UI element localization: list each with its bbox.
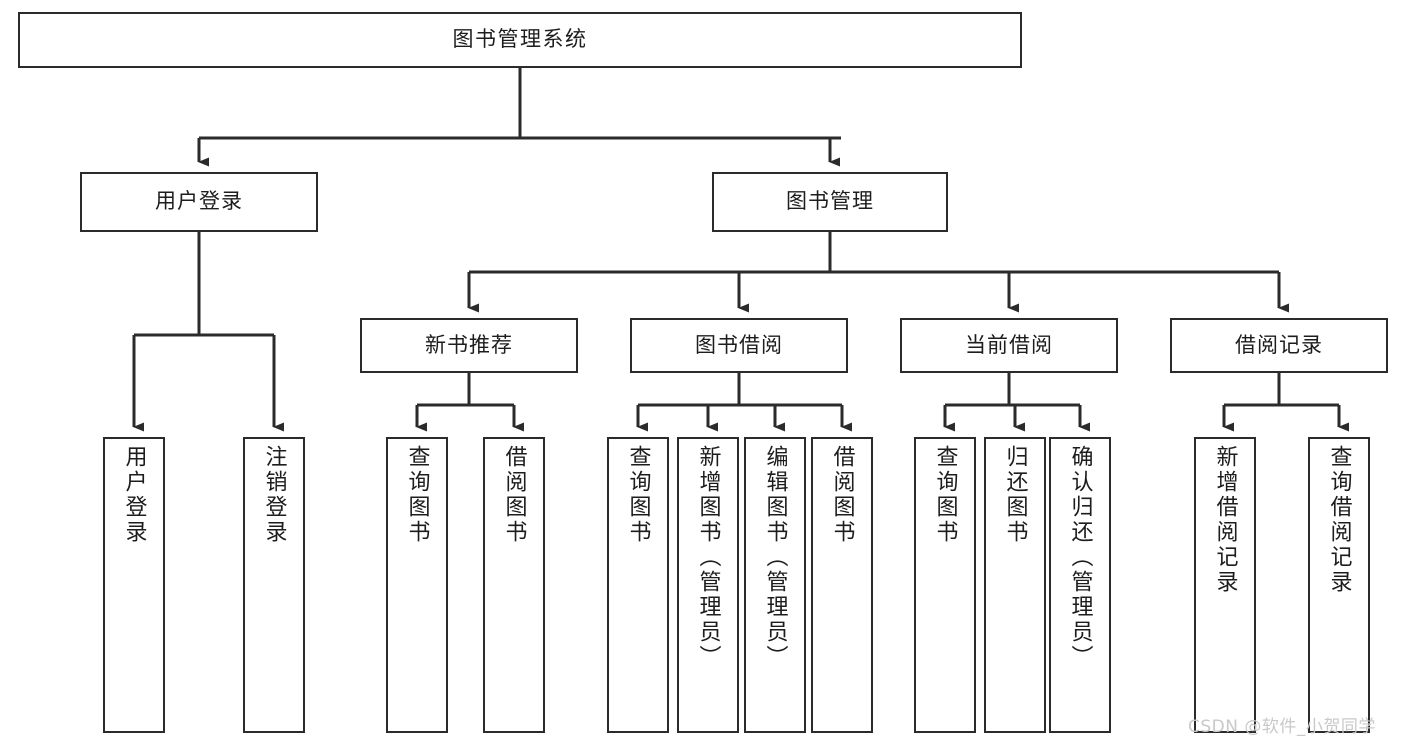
node-leaf-logout-login-label: 注销登录 [261, 445, 287, 545]
csdn-watermark: CSDN @软件_小贺同学 [1188, 717, 1376, 737]
node-book-manage[interactable]: 图书管理 [712, 172, 948, 232]
node-leaf-query-book-1[interactable]: 查询图书 [386, 437, 448, 733]
node-leaf-borrow-book-1-label: 借阅图书 [501, 445, 527, 545]
node-leaf-confirm-return-label: 确认归还（管理员） [1067, 445, 1093, 670]
node-root-system-label: 图书管理系统 [452, 27, 588, 52]
node-book-borrow[interactable]: 图书借阅 [630, 318, 848, 373]
node-leaf-add-book-label: 新增图书（管理员） [695, 445, 721, 670]
node-user-login-label: 用户登录 [155, 189, 243, 214]
node-leaf-user-login[interactable]: 用户登录 [103, 437, 165, 733]
node-leaf-query-book-3-label: 查询图书 [932, 445, 958, 545]
node-leaf-query-book-1-label: 查询图书 [404, 445, 430, 545]
node-borrow-record-label: 借阅记录 [1235, 332, 1323, 357]
node-leaf-user-login-label: 用户登录 [121, 445, 147, 545]
node-leaf-query-record-label: 查询借阅记录 [1326, 445, 1352, 595]
node-leaf-query-book-3[interactable]: 查询图书 [914, 437, 976, 733]
node-root-system[interactable]: 图书管理系统 [18, 12, 1022, 68]
node-borrow-record[interactable]: 借阅记录 [1170, 318, 1388, 373]
node-leaf-add-book[interactable]: 新增图书（管理员） [677, 437, 739, 733]
node-leaf-confirm-return[interactable]: 确认归还（管理员） [1049, 437, 1111, 733]
node-leaf-borrow-book-2-label: 借阅图书 [829, 445, 855, 545]
node-leaf-edit-book-label: 编辑图书（管理员） [762, 445, 788, 670]
node-user-login[interactable]: 用户登录 [80, 172, 318, 232]
node-leaf-query-book-2[interactable]: 查询图书 [607, 437, 669, 733]
node-leaf-query-book-2-label: 查询图书 [625, 445, 651, 545]
node-leaf-borrow-book-1[interactable]: 借阅图书 [483, 437, 545, 733]
node-new-book-recommend-label: 新书推荐 [425, 332, 513, 357]
node-book-borrow-label: 图书借阅 [695, 332, 783, 357]
node-book-manage-label: 图书管理 [786, 189, 874, 214]
node-leaf-edit-book[interactable]: 编辑图书（管理员） [744, 437, 806, 733]
node-leaf-return-book-label: 归还图书 [1002, 445, 1028, 545]
node-leaf-return-book[interactable]: 归还图书 [984, 437, 1046, 733]
node-leaf-logout-login[interactable]: 注销登录 [243, 437, 305, 733]
node-current-borrow[interactable]: 当前借阅 [900, 318, 1118, 373]
node-leaf-add-record[interactable]: 新增借阅记录 [1194, 437, 1256, 733]
node-leaf-query-record[interactable]: 查询借阅记录 [1308, 437, 1370, 733]
node-leaf-borrow-book-2[interactable]: 借阅图书 [811, 437, 873, 733]
node-current-borrow-label: 当前借阅 [965, 332, 1053, 357]
node-leaf-add-record-label: 新增借阅记录 [1212, 445, 1238, 595]
node-new-book-recommend[interactable]: 新书推荐 [360, 318, 578, 373]
